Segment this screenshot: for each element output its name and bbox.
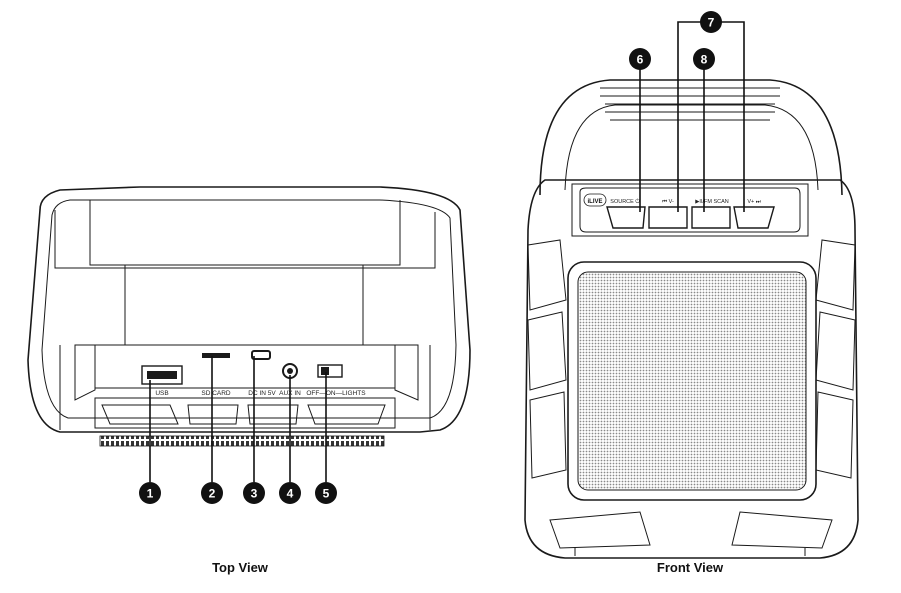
- power-light-switch: [317, 364, 343, 378]
- sd-card-label: SD CARD: [201, 390, 231, 397]
- svg-text:4: 4: [287, 487, 294, 501]
- source-button[interactable]: [606, 206, 646, 229]
- speaker-grille: [577, 271, 807, 491]
- svg-text:3: 3: [251, 487, 258, 501]
- svg-text:6: 6: [637, 53, 644, 67]
- svg-text:5: 5: [323, 487, 330, 501]
- brand-logo: iLIVE: [583, 193, 607, 207]
- svg-text:1: 1: [147, 487, 154, 501]
- front-view-speaker: [524, 79, 859, 559]
- dc-in-port: [251, 350, 271, 360]
- callout-4: 4: [279, 482, 301, 504]
- svg-text:2: 2: [209, 487, 216, 501]
- switch-label: OFF—ON—LIGHTS: [306, 390, 366, 397]
- usb-label: USB: [155, 390, 168, 397]
- usb-port: [141, 365, 183, 385]
- sd-card-slot: [202, 353, 230, 358]
- callout-6: 6: [629, 48, 651, 70]
- top-view-speaker: [27, 186, 471, 447]
- callout-2: 2: [201, 482, 223, 504]
- callout-8: 8: [693, 48, 715, 70]
- play-pause-fm-scan-button[interactable]: [691, 206, 731, 229]
- dc-in-label: DC IN 5V: [248, 390, 276, 397]
- top-view-caption: Top View: [212, 560, 269, 575]
- callout-7: 7: [700, 11, 722, 33]
- callout-1: 1: [139, 482, 161, 504]
- callout-5: 5: [315, 482, 337, 504]
- callout-3: 3: [243, 482, 265, 504]
- play-button-label: ▶II/FM SCAN: [695, 199, 729, 205]
- svg-text:7: 7: [708, 16, 715, 30]
- next-button-label: V+ ⏭: [747, 199, 760, 205]
- prev-button-label: ⏮ V-: [662, 199, 674, 205]
- prev-vol-down-button[interactable]: [648, 206, 688, 229]
- svg-text:iLIVE: iLIVE: [587, 199, 602, 205]
- bottom-teeth-strip: [99, 435, 385, 447]
- svg-text:8: 8: [701, 53, 708, 67]
- front-view-caption: Front View: [657, 560, 724, 575]
- source-button-label: SOURCE ⏻: [610, 198, 640, 205]
- next-vol-up-button[interactable]: [733, 206, 775, 229]
